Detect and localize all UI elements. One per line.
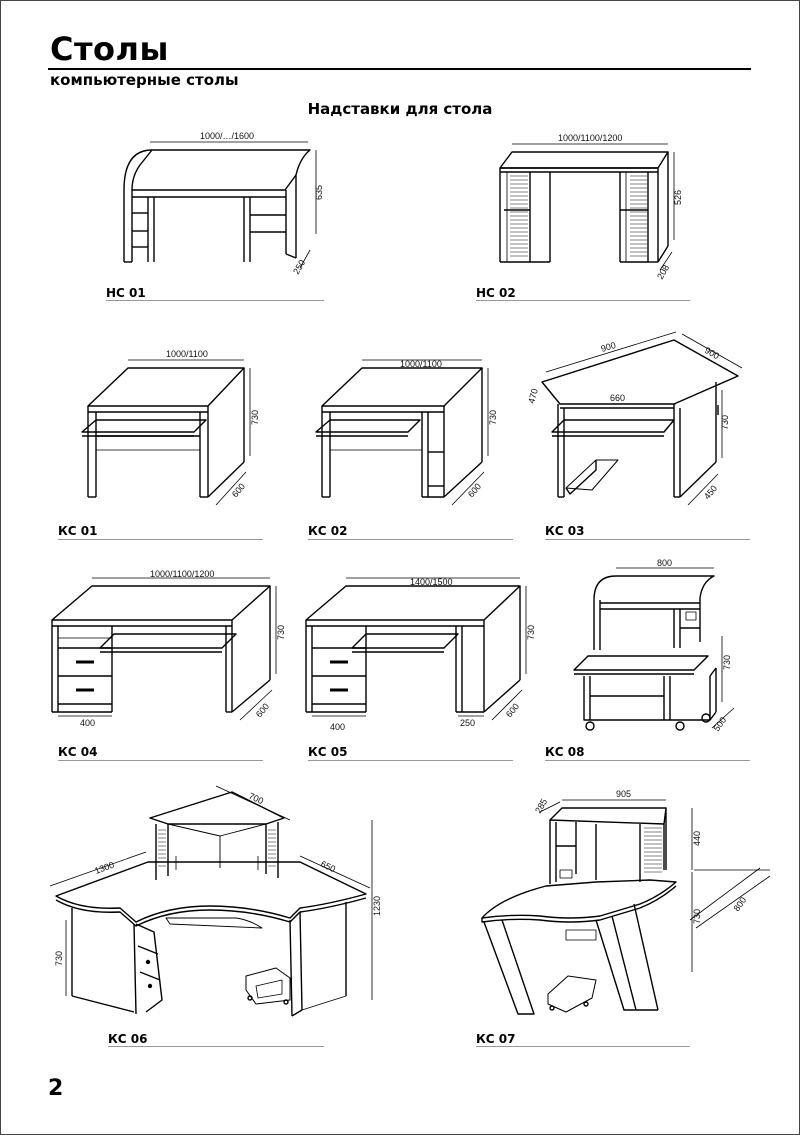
drawing-kc03: 900 900 470 660 730 450 bbox=[526, 331, 743, 506]
dim-width: 800 bbox=[657, 558, 672, 568]
drawing-kc08: 800 730 500 bbox=[573, 558, 735, 733]
dim-height: 730 bbox=[526, 625, 536, 640]
drawing-nc02: 1000/1100/1200 526 208 bbox=[499, 133, 683, 281]
dim-width: 660 bbox=[610, 393, 625, 403]
caption-line bbox=[58, 760, 263, 761]
dim-height: 730 bbox=[276, 625, 286, 640]
dim-width: 1000/1100 bbox=[166, 349, 208, 359]
page-title: Столы bbox=[50, 30, 169, 68]
caption-line bbox=[106, 300, 324, 301]
dim-total-height: 1230 bbox=[372, 896, 382, 916]
dim-side-left: 900 bbox=[600, 340, 617, 354]
dim-width: 905 bbox=[616, 789, 631, 799]
dim-depth: 250 bbox=[291, 258, 307, 276]
caption-line bbox=[308, 760, 513, 761]
dim-width: 1000/1100/1200 bbox=[558, 133, 622, 143]
drawing-kc07: 285 905 440 730 800 bbox=[481, 789, 771, 1015]
dim-depth: 600 bbox=[504, 701, 521, 719]
dim-height: 730 bbox=[720, 415, 730, 430]
dim-depth: 800 bbox=[731, 895, 748, 913]
dim-hutch: 700 bbox=[247, 791, 265, 806]
dim-side-right: 900 bbox=[703, 345, 721, 361]
caption-line bbox=[308, 539, 513, 540]
drawing-kc05: 1400/1500 730 600 400 250 bbox=[305, 577, 536, 732]
caption-line bbox=[58, 539, 263, 540]
dim-width: 1000/…/1600 bbox=[200, 131, 254, 141]
dim-left-wing: 1300 bbox=[93, 860, 115, 876]
caption-line bbox=[476, 300, 690, 301]
drawing-kc06: 700 1300 650 1230 730 bbox=[49, 785, 382, 1017]
dim-pedestal: 400 bbox=[330, 722, 345, 732]
dim-depth: 600 bbox=[466, 481, 483, 499]
caption-line bbox=[476, 1046, 690, 1047]
dim-side: 250 bbox=[460, 718, 475, 728]
product-code-kc08: КС 08 bbox=[545, 745, 585, 759]
caption-line bbox=[545, 760, 750, 761]
product-code-kc05: КС 05 bbox=[308, 745, 348, 759]
dim-inner: 470 bbox=[526, 387, 540, 404]
caption-line bbox=[108, 1046, 324, 1047]
page-number: 2 bbox=[48, 1076, 64, 1101]
dim-height: 730 bbox=[722, 655, 732, 670]
drawing-nc01: 1000/…/1600 635 250 bbox=[123, 131, 324, 276]
drawing-kc04: 1000/1100/1200 730 600 400 bbox=[51, 569, 286, 728]
product-code-kc06: КС 06 bbox=[108, 1032, 148, 1046]
product-code-kc07: КС 07 bbox=[476, 1032, 516, 1046]
dim-pedestal: 400 bbox=[80, 718, 95, 728]
dim-width: 1400/1500 bbox=[410, 577, 453, 587]
product-code-nc02: НС 02 bbox=[476, 286, 516, 300]
product-code-kc04: КС 04 bbox=[58, 745, 98, 759]
dim-depth: 208 bbox=[655, 263, 671, 281]
product-code-nc01: НС 01 bbox=[106, 286, 146, 300]
product-code-kc03: КС 03 bbox=[545, 524, 585, 538]
page-subtitle: компьютерные столы bbox=[50, 71, 239, 89]
section-title: Надставки для стола bbox=[307, 100, 493, 118]
dim-height: 526 bbox=[673, 190, 683, 205]
dim-hutch-height: 440 bbox=[692, 831, 702, 846]
dim-height: 635 bbox=[314, 185, 324, 200]
dim-width: 1000/1100 bbox=[400, 359, 442, 369]
product-code-kc01: КС 01 bbox=[58, 524, 98, 538]
dim-depth: 600 bbox=[230, 481, 247, 499]
dim-width: 1000/1100/1200 bbox=[150, 569, 214, 579]
dim-depth: 450 bbox=[702, 483, 719, 501]
product-code-kc02: КС 02 bbox=[308, 524, 348, 538]
drawing-kc02: 1000/1100 730 600 bbox=[315, 359, 498, 506]
dim-height: 730 bbox=[692, 909, 702, 924]
dim-hutch-depth: 285 bbox=[533, 797, 549, 815]
dim-depth: 500 bbox=[711, 715, 728, 733]
caption-line bbox=[545, 539, 750, 540]
drawing-kc01: 1000/1100 730 600 bbox=[81, 349, 260, 506]
dim-height: 730 bbox=[250, 410, 260, 425]
dim-height: 730 bbox=[488, 410, 498, 425]
dim-height: 730 bbox=[54, 951, 64, 966]
title-rule bbox=[48, 68, 751, 70]
